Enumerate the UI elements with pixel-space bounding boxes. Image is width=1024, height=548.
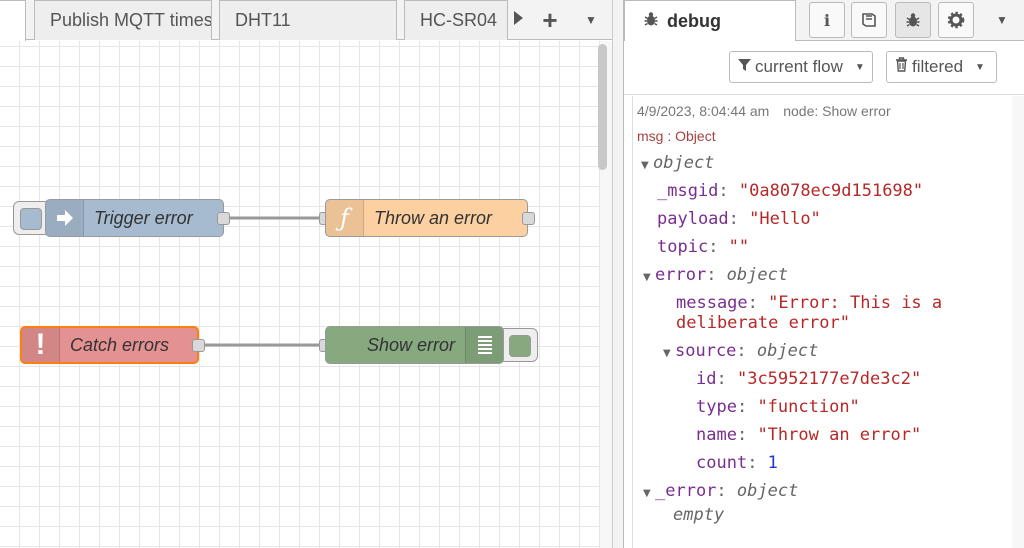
- caret-down-icon[interactable]: ▼: [641, 160, 649, 171]
- node-label: Trigger error: [94, 207, 193, 228]
- tab-dht11[interactable]: DHT11: [219, 0, 397, 40]
- node-trigger-error[interactable]: Trigger error: [45, 199, 224, 237]
- tree-row-message-cont: deliberate error": [676, 312, 850, 334]
- tab-list-menu-icon[interactable]: ▼: [585, 13, 597, 27]
- node-throw-an-error[interactable]: ƒ Throw an error: [325, 199, 528, 237]
- canvas-scrollbar-thumb[interactable]: [598, 44, 607, 170]
- node-show-error[interactable]: Show error: [325, 326, 504, 364]
- tree-row-root[interactable]: ▼ object: [641, 152, 714, 174]
- scope-dropdown[interactable]: current flow ▼: [729, 51, 873, 83]
- sidebar-tab-bar: debug i ▼: [624, 0, 1024, 42]
- add-tab-button[interactable]: +: [542, 5, 558, 35]
- tree-value: "Hello": [749, 209, 821, 229]
- caret-down-icon[interactable]: ▼: [643, 272, 651, 283]
- tree-row-source[interactable]: ▼source: object: [663, 340, 818, 362]
- bug-icon: [643, 11, 659, 32]
- chevron-down-icon: ▼: [854, 61, 865, 73]
- tree-key: error: [655, 265, 707, 285]
- tree-row-msgid: _msgid: "0a8078ec9d151698": [657, 181, 924, 201]
- tree-key: type: [696, 397, 737, 417]
- sidebar-tab-debug[interactable]: debug: [624, 0, 796, 42]
- tree-row-error[interactable]: ▼error: object: [643, 264, 788, 286]
- function-icon: ƒ: [326, 200, 364, 236]
- node-label: Show error: [366, 334, 455, 355]
- tree-type: object: [736, 481, 799, 501]
- debug-list-icon: [465, 327, 503, 363]
- node-label: Throw an error: [374, 207, 493, 228]
- node-catch-errors[interactable]: ! Catch errors: [20, 326, 199, 364]
- alert-icon: !: [22, 328, 60, 362]
- filter-dropdown-label: filtered: [912, 57, 964, 76]
- tree-row-message: message: "Error: This is a: [676, 293, 943, 313]
- book-icon[interactable]: [851, 2, 887, 38]
- tree-key: topic: [657, 237, 709, 257]
- output-port[interactable]: [192, 339, 205, 352]
- sidebar-scrollbar[interactable]: [1012, 96, 1024, 548]
- debug-sidebar: debug i ▼ current flow ▼: [624, 0, 1024, 548]
- tree-row-topic: topic: "": [657, 237, 750, 257]
- tree-key: name: [696, 425, 737, 445]
- tab-publish-mqtt[interactable]: Publish MQTT times: [34, 0, 212, 40]
- tree-type: object: [756, 341, 819, 361]
- tree-value: "": [728, 237, 750, 257]
- tree-row-id: id: "3c5952177e7de3c2": [696, 369, 922, 389]
- tree-key: payload: [657, 209, 729, 229]
- flow-canvas[interactable]: [0, 41, 600, 548]
- filter-icon: [738, 57, 751, 77]
- tree-key: source: [675, 341, 737, 361]
- tree-row-empty: empty: [673, 504, 724, 526]
- tree-key: _msgid: [657, 181, 719, 201]
- info-icon[interactable]: i: [809, 2, 845, 38]
- tree-value: "3c5952177e7de3c2": [736, 369, 922, 389]
- tree-row-name: name: "Throw an error": [696, 425, 922, 445]
- tree-value: "Error: This is a: [768, 293, 943, 313]
- workspace-tab-bar: Publish MQTT times DHT11 HC-SR04 + ▼: [0, 0, 612, 41]
- debug-message-header: 4/9/2023, 8:04:44 am node: Show error: [637, 103, 891, 119]
- sidebar-tab-label: debug: [667, 11, 721, 31]
- tree-value: "Throw an error": [757, 425, 922, 445]
- tree-key: message: [676, 293, 748, 313]
- bug-icon[interactable]: [895, 2, 931, 38]
- tree-value: "0a8078ec9d151698": [738, 181, 924, 201]
- trash-icon: [895, 57, 908, 77]
- tree-row-payload: payload: "Hello": [657, 209, 821, 229]
- tree-type: object: [653, 153, 715, 173]
- gear-icon[interactable]: [938, 2, 974, 38]
- tab-current-flow[interactable]: [0, 0, 26, 41]
- tree-key: count: [696, 453, 748, 473]
- output-port[interactable]: [217, 212, 230, 225]
- message-timestamp: 4/9/2023, 8:04:44 am: [637, 103, 770, 119]
- tree-value: "function": [757, 397, 860, 417]
- chevron-down-icon: ▼: [975, 61, 985, 73]
- flow-wires: [205, 216, 325, 347]
- filter-dropdown[interactable]: filtered ▼: [886, 51, 997, 83]
- debug-toolbar: current flow ▼ filtered ▼: [624, 41, 1024, 95]
- tree-value: deliberate error": [676, 313, 850, 333]
- tree-empty-label: empty: [673, 505, 725, 525]
- tree-key: _error: [655, 481, 717, 501]
- tab-hc-sr04[interactable]: HC-SR04: [404, 0, 508, 40]
- arrow-in-icon: [46, 200, 84, 236]
- inject-trigger-button-face[interactable]: [20, 208, 42, 230]
- tree-value: 1: [767, 453, 778, 473]
- caret-down-icon[interactable]: ▼: [643, 488, 651, 499]
- sidebar-resize-handle[interactable]: [612, 0, 624, 548]
- tree-row-_error[interactable]: ▼_error: object: [643, 480, 798, 502]
- message-type-label: msg : Object: [637, 128, 716, 144]
- message-source-node[interactable]: node: Show error: [783, 103, 891, 119]
- tab-scroll-right-icon[interactable]: [508, 0, 528, 40]
- sidebar-menu-icon[interactable]: ▼: [996, 13, 1008, 27]
- tree-row-type: type: "function": [696, 397, 860, 417]
- output-port[interactable]: [522, 212, 535, 225]
- caret-down-icon[interactable]: ▼: [663, 348, 671, 359]
- flow-workspace: Publish MQTT times DHT11 HC-SR04 + ▼ Tri…: [0, 0, 612, 548]
- tree-key: id: [696, 369, 717, 389]
- tree-type: object: [726, 265, 789, 285]
- node-label: Catch errors: [70, 334, 170, 355]
- debug-toggle-button-face[interactable]: [509, 335, 531, 357]
- tree-row-count: count: 1: [696, 453, 778, 473]
- debug-message-list: 4/9/2023, 8:04:44 am node: Show error ms…: [632, 96, 1024, 548]
- scope-dropdown-label: current flow: [755, 57, 843, 76]
